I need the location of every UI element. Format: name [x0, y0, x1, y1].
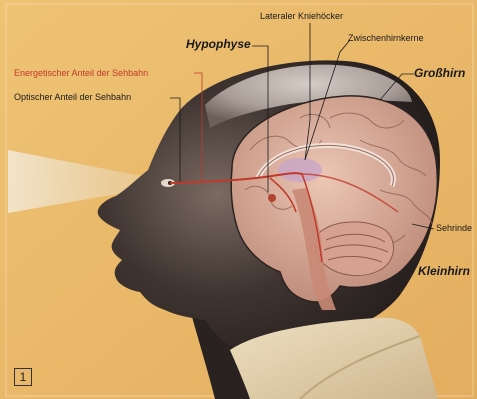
label-diencephalon: Zwischenhirnkerne — [348, 34, 424, 43]
label-visual-cortex: Sehrinde — [436, 224, 472, 233]
thalamus — [278, 158, 322, 182]
label-pituitary: Hypophyse — [186, 38, 251, 50]
label-energetic-path: Energetischer Anteil der Sehbahn — [14, 69, 148, 78]
pituitary — [268, 194, 276, 202]
figure-number: 1 — [14, 368, 32, 386]
label-lateral-geniculate: Lateraler Kniehöcker — [260, 12, 343, 21]
label-cerebellum: Kleinhirn — [418, 265, 470, 277]
label-cerebrum: Großhirn — [414, 67, 465, 79]
label-optic-path: Optischer Anteil der Sehbahn — [14, 93, 131, 102]
